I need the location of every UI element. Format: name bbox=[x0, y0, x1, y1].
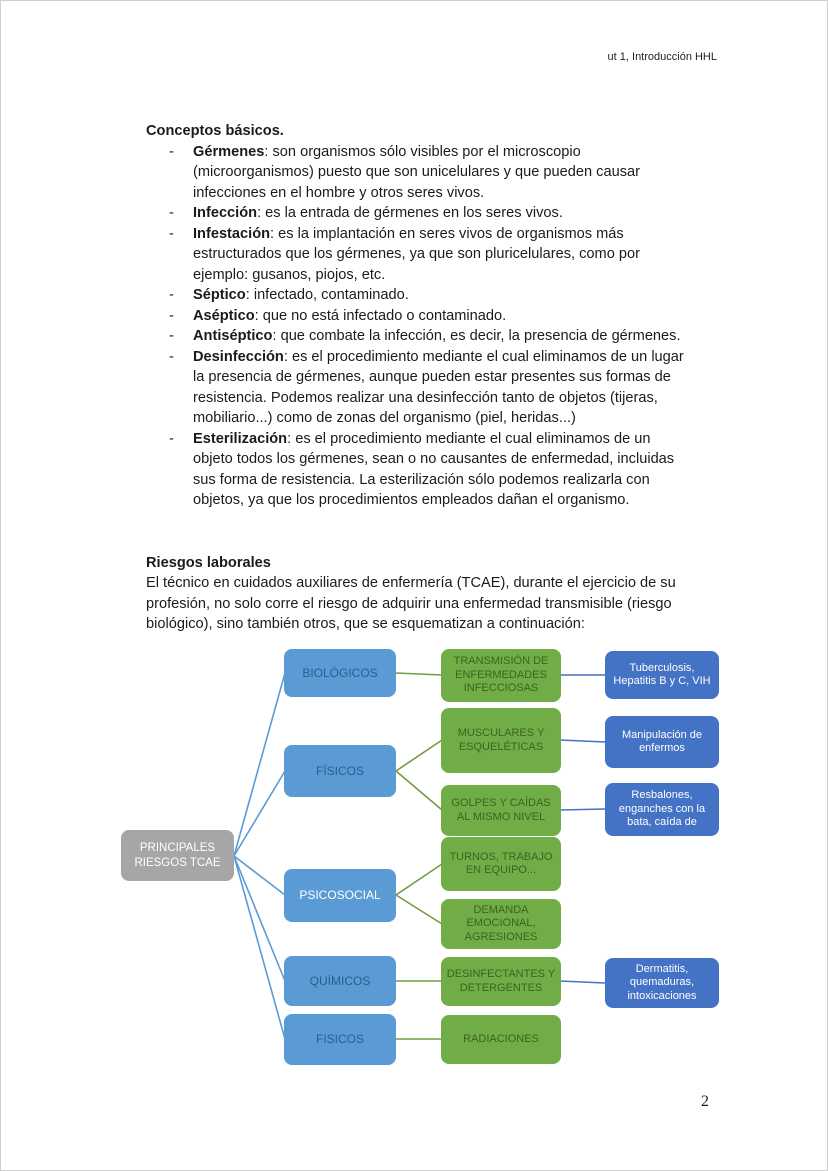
bullet-dash: - bbox=[169, 430, 174, 447]
definition-text: Desinfección: es el procedimiento median… bbox=[193, 348, 684, 427]
term-label: Aséptico bbox=[193, 307, 255, 324]
term-label: Gérmenes bbox=[193, 143, 265, 160]
diagram-box-quimicos: QUÍMICOS bbox=[284, 956, 396, 1006]
diagram-box-fisicos: FÍSICOS bbox=[284, 745, 396, 797]
list-item: - Infección: es la entrada de gérmenes en… bbox=[146, 203, 746, 224]
definition-text: Gérmenes: son organismos sólo visibles p… bbox=[193, 143, 640, 201]
diagram-box-principales-riesgos: PRINCIPALES RIESGOS TCAE bbox=[121, 830, 234, 881]
diagram-box-desinfectantes: DESINFECTANTES Y DETERGENTES bbox=[441, 957, 561, 1006]
bullet-dash: - bbox=[169, 328, 174, 344]
diagram-box-transmision: TRANSMISIÓN DE ENFERMEDADES INFECCIOSAS bbox=[441, 649, 561, 702]
bullet-dash: - bbox=[169, 348, 174, 365]
bullet-dash: - bbox=[169, 143, 174, 160]
diagram-box-demanda: DEMANDA EMOCIONAL, AGRESIONES bbox=[441, 899, 561, 949]
diagram-box-turnos: TURNOS, TRABAJO EN EQUIPO... bbox=[441, 837, 561, 891]
diagram-box-radiaciones: RADIACIONES bbox=[441, 1015, 561, 1064]
term-label: Antiséptico bbox=[193, 328, 273, 344]
definition-text: Infección: es la entrada de gérmenes en … bbox=[193, 205, 563, 221]
page-header: ut 1, Introducción HHL bbox=[607, 51, 717, 63]
diagram-box-manipulacion: Manipulación de enfermos bbox=[605, 716, 719, 768]
bullet-dash: - bbox=[169, 307, 174, 324]
term-label: Infestación bbox=[193, 225, 271, 242]
diagram-box-musculares: MUSCULARES Y ESQUELÉTICAS bbox=[441, 708, 561, 773]
diagram-box-golpes: GOLPES Y CAÍDAS AL MISMO NIVEL bbox=[441, 785, 561, 836]
list-item: - Séptico: infectado, contaminado. bbox=[146, 285, 746, 306]
definition-text: Esterilización: es el procedimiento medi… bbox=[193, 430, 675, 509]
content-area: Conceptos básicos. - Gérmenes: son organi… bbox=[146, 121, 746, 635]
diagram-box-dermatitis: Dermatitis, quemaduras, intoxicaciones bbox=[605, 958, 719, 1008]
term-label: Séptico bbox=[193, 287, 246, 303]
list-item: - Desinfección: es el procedimiento media… bbox=[146, 347, 746, 429]
list-item: - Aséptico: que no está infectado o conta… bbox=[146, 306, 746, 327]
bullet-dash: - bbox=[169, 287, 174, 303]
bullet-dash: - bbox=[169, 225, 174, 242]
diagram-box-biologicos: BIOLÓGICOS bbox=[284, 649, 396, 697]
diagram-box-resbalones: Resbalones, enganches con la bata, caída… bbox=[605, 783, 719, 836]
term-label: Esterilización bbox=[193, 430, 288, 447]
concepts-list: - Gérmenes: son organismos sólo visibles … bbox=[146, 142, 746, 511]
definition-text: Antiséptico: que combate la infección, e… bbox=[193, 328, 681, 344]
definition-text: Aséptico: que no está infectado o contam… bbox=[193, 307, 507, 324]
page-number: 2 bbox=[701, 1093, 709, 1110]
list-item: - Esterilización: es el procedimiento med… bbox=[146, 429, 746, 511]
diagram-box-tuberculosis: Tuberculosis, Hepatitis B y C, VIH bbox=[605, 651, 719, 699]
diagram-box-fisicos-2: FISICOS bbox=[284, 1014, 396, 1065]
diagram-box-psicosocial: PSICOSOCIAL bbox=[284, 869, 396, 922]
list-item: - Antiséptico: que combate la infección, … bbox=[146, 326, 746, 347]
bullet-dash: - bbox=[169, 205, 174, 221]
risks-title: Riesgos laborales bbox=[146, 554, 271, 571]
risks-paragraph: El técnico en cuidados auxiliares de enf… bbox=[146, 575, 676, 632]
term-label: Desinfección bbox=[193, 348, 284, 365]
definition-text: Séptico: infectado, contaminado. bbox=[193, 287, 409, 303]
list-item: - Infestación: es la implantación en sere… bbox=[146, 224, 746, 286]
concepts-title: Conceptos básicos. bbox=[146, 123, 284, 139]
list-item: - Gérmenes: son organismos sólo visibles … bbox=[146, 142, 746, 204]
term-label: Infección bbox=[193, 205, 258, 221]
definition-text: Infestación: es la implantación en seres… bbox=[193, 225, 640, 283]
